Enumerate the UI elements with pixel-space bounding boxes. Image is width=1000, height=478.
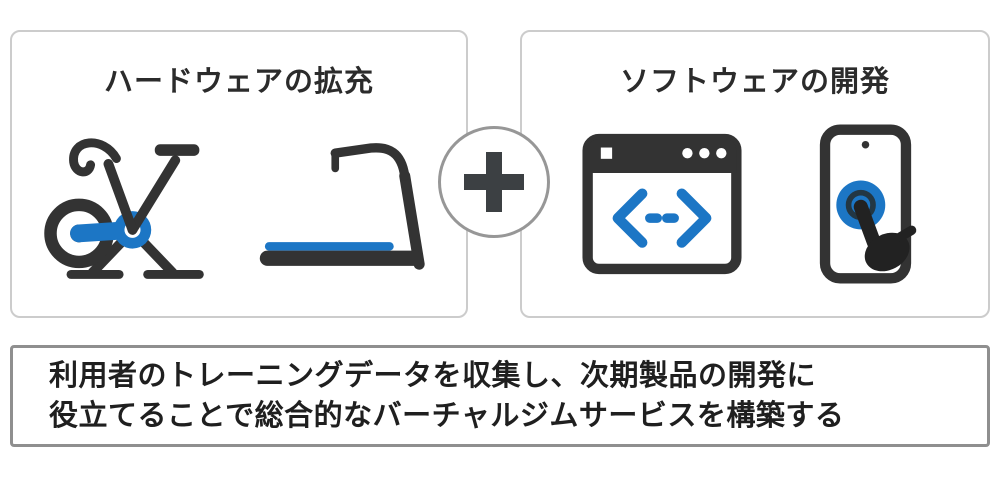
browser-code-icon: --> (582, 133, 742, 275)
software-panel-title: ソフトウェアの開発 (619, 66, 890, 98)
hardware-panel: ハードウェアの拡充 (10, 30, 468, 318)
description-line-2: 役立てることで総合的なバーチャルジムサービスを構築する (49, 400, 845, 432)
hardware-panel-title: ハードウェアの拡充 (103, 66, 374, 98)
software-icon-row: --> (522, 106, 988, 301)
description-box: 利用者のトレーニングデータを収集し、次期製品の開発に 役立てることで総合的なバー… (10, 345, 990, 447)
treadmill-icon (253, 119, 448, 289)
description-line-1: 利用者のトレーニングデータを収集し、次期製品の開発に (49, 359, 817, 392)
hardware-icon-row (12, 106, 466, 301)
plus-icon (438, 126, 550, 238)
smartphone-touch-icon (803, 123, 928, 284)
plus-glyph (464, 152, 524, 212)
software-panel: ソフトウェアの開発 --> (520, 30, 990, 318)
exercise-bike-icon (30, 119, 235, 289)
